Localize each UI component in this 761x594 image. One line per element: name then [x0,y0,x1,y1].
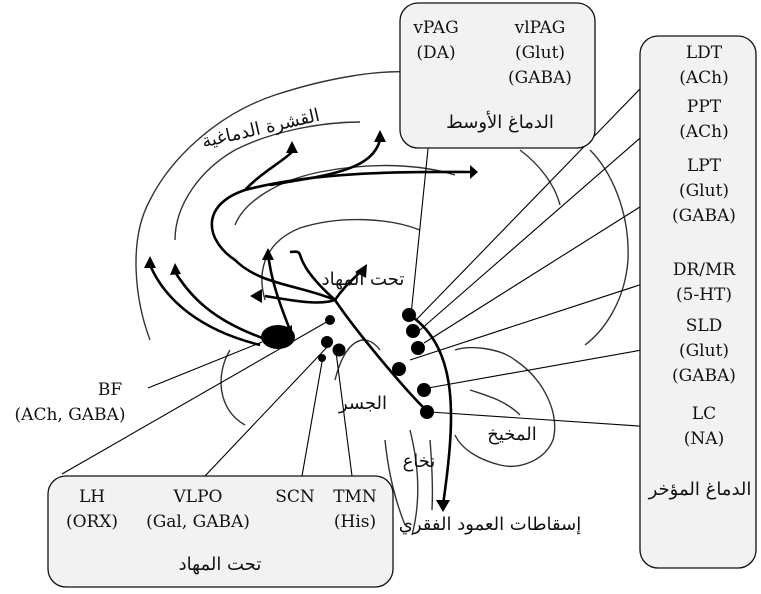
hindbrain-box: LDT (ACh) PPT (ACh) LPT (Glut) (GABA) DR… [639,35,757,569]
vlpag-nt-2: (GABA) [508,68,572,88]
sld-nt-2: (GABA) [672,366,736,386]
lc-nt: (NA) [684,429,724,449]
lh-label: LH [79,487,105,507]
sld-nt-1: (Glut) [679,341,729,361]
brain-outline [135,70,629,536]
nuclei [261,308,434,419]
dr-nucleus [392,362,406,376]
sld-nucleus [417,383,431,397]
cerebellum-label: المخيخ [487,424,537,445]
lpt-nt-1: (Glut) [679,181,729,201]
ldt-label: LDT [686,43,723,63]
arrowhead-hypo-1 [262,248,274,260]
scn-label: SCN [275,487,315,507]
lpt-label: LPT [687,156,722,176]
vlpo-nucleus [325,315,335,325]
vpag-nucleus [402,308,416,322]
sld-label: SLD [686,316,723,336]
ppt-nucleus [406,324,420,338]
ppt-nt: (ACh) [679,122,729,142]
medulla-label: نخاع [403,451,436,472]
bf-nt: (ACh, GABA) [15,405,126,425]
vlpo-nt: (Gal, GABA) [146,512,250,532]
lc-nucleus [420,405,434,419]
tmn-nucleus [332,343,346,357]
hypothalamus-box: LH (ORX) VLPO (Gal, GABA) SCN TMN (His) … [47,475,394,588]
arrowhead-hypo-3 [355,264,367,278]
dr-nt: (5-HT) [676,285,732,305]
lpt-nt-2: (GABA) [672,206,736,226]
hypothalamus-box-title: تحت المهاد [179,554,262,575]
lpt-nucleus [411,341,425,355]
tmn-nt: (His) [334,512,376,532]
arrowhead-hypo-2 [250,289,262,303]
arrowhead-spinal [436,500,450,512]
vlpo-label: VLPO [173,487,223,507]
vlpag-label: vlPAG [514,18,566,38]
arrowhead-cortex-right [470,165,478,179]
dr-label: DR/MR [673,260,737,280]
arrowhead-front-1 [144,256,156,268]
pons-label: الجسر [338,393,387,414]
bf-label: BF [98,380,122,400]
arrowhead-bf [280,325,292,338]
vlpag-nt-1: (Glut) [515,43,565,63]
vpag-label: vPAG [412,18,458,38]
midbrain-title: الدماغ الأوسط [446,111,554,133]
leader-lines [61,57,671,477]
hindbrain-title: الدماغ المؤخر [648,479,752,500]
ppt-label: PPT [687,97,722,117]
arrowhead-cortex-up-2 [374,130,386,142]
midbrain-box: vPAG (DA) vlPAG (Glut) (GABA) الدماغ الأ… [399,2,596,149]
tmn-label: TMN [333,487,377,507]
ldt-nt: (ACh) [679,68,729,88]
hypothalamus-region-label: تحت المهاد [322,269,405,290]
spinal-projections-label: إسقاطات العمود الفقري [399,514,581,535]
lc-label: LC [692,404,716,424]
cortex-label: القشرة الدماغية [200,105,322,153]
scn-nucleus [318,354,326,362]
lh-nt: (ORX) [66,512,118,532]
arrowhead-cortex-up-1 [286,141,298,153]
arrowheads [144,130,478,512]
lh-nucleus [321,336,333,348]
vpag-nt: (DA) [416,43,455,63]
arrowhead-front-2 [170,263,181,275]
